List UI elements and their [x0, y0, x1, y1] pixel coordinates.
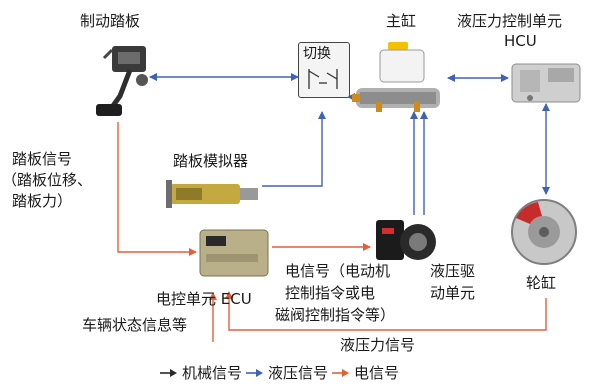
hydraulic-drive-label-line1: 液压驱: [430, 262, 476, 280]
wire-wheel-ecu: [225, 291, 547, 331]
hydraulic-drive-unit-image: [376, 220, 436, 260]
pedal-signal-label-line3: 踏板力）: [12, 192, 73, 210]
switch-label: 切换: [303, 46, 331, 62]
pedal-simulator-image: [166, 180, 258, 208]
pedal-signal-label-line1: 踏板信号: [12, 150, 73, 168]
electric-signal-label-line1: 电信号（电动机: [285, 262, 391, 280]
master-cylinder-label: 主缸: [386, 12, 417, 30]
wheel-cylinder-label: 轮缸: [526, 274, 557, 292]
hcu-label-line2: HCU: [504, 32, 537, 50]
hydraulic-drive-label-line2: 动单元: [430, 284, 476, 302]
hydraulic-pressure-signal-label: 液压力信号: [340, 336, 416, 354]
pedal-simulator-label: 踏板模拟器: [173, 152, 249, 170]
legend: 机械信号 液压信号 电信号: [160, 364, 399, 382]
ecu-image: [199, 229, 269, 277]
electric-signal-label-line3: 磁阀控制指令等）: [275, 306, 396, 324]
brake-pedal-image: [96, 46, 148, 116]
ecu-label: 电控单元 ECU: [156, 290, 252, 308]
legend-electrical-arrow-icon: [332, 369, 350, 377]
vehicle-state-label: 车辆状态信息等: [82, 316, 188, 334]
switch-contacts-icon: [308, 69, 338, 89]
wheel-cylinder-image: [511, 199, 577, 265]
legend-mechanical-label: 机械信号: [182, 364, 243, 382]
pedal-signal-label-line2: （踏板位移、: [2, 171, 93, 189]
electric-signal-label-line2: 控制指令或电: [285, 284, 376, 302]
wire-pedal-ecu: [117, 122, 197, 256]
hcu-image: [511, 63, 581, 103]
legend-mechanical-arrow-icon: [160, 369, 177, 377]
legend-hydraulic-arrow-icon: [246, 369, 264, 377]
switch-box: 切换: [298, 42, 350, 98]
brake-pedal-label: 制动踏板: [80, 12, 141, 30]
legend-electrical-label: 电信号: [354, 364, 400, 382]
legend-hydraulic-label: 液压信号: [268, 364, 329, 382]
hcu-label-line1: 液压力控制单元: [457, 12, 563, 30]
master-cylinder-image: [352, 42, 440, 112]
wire-simulator-switch: [262, 111, 326, 187]
